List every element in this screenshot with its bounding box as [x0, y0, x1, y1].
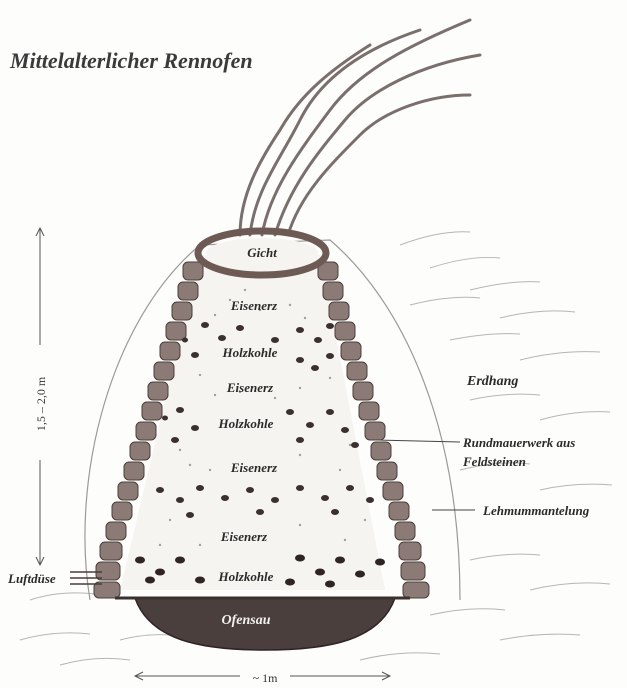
label-erdhang: Erdhang — [466, 374, 518, 389]
label-luftduese: Luftdüse — [7, 571, 56, 586]
label-rundmauerwerk-1: Rundmauerwerk aus — [462, 435, 575, 450]
label-rundmauerwerk-2: Feldsteinen — [462, 454, 526, 469]
label-width: ~ 1m — [253, 671, 278, 685]
label-holzkohle-2: Holzkohle — [218, 416, 274, 431]
label-gicht: Gicht — [247, 245, 277, 260]
label-lehmummantelung: Lehmummantelung — [482, 503, 590, 518]
smoke-plume — [240, 20, 480, 235]
label-eisenerz-1: Eisenerz — [230, 298, 278, 313]
diagram-title: Mittelalterlicher Rennofen — [9, 48, 253, 73]
label-holzkohle-3: Holzkohle — [218, 569, 274, 584]
label-height: 1,5 – 2,0 m — [34, 376, 48, 431]
label-eisenerz-4: Eisenerz — [220, 529, 268, 544]
label-holzkohle-1: Holzkohle — [222, 345, 278, 360]
label-ofensau: Ofensau — [221, 613, 270, 628]
label-eisenerz-2: Eisenerz — [226, 380, 274, 395]
leader-rundmauerwerk — [378, 440, 460, 442]
label-eisenerz-3: Eisenerz — [230, 460, 278, 475]
